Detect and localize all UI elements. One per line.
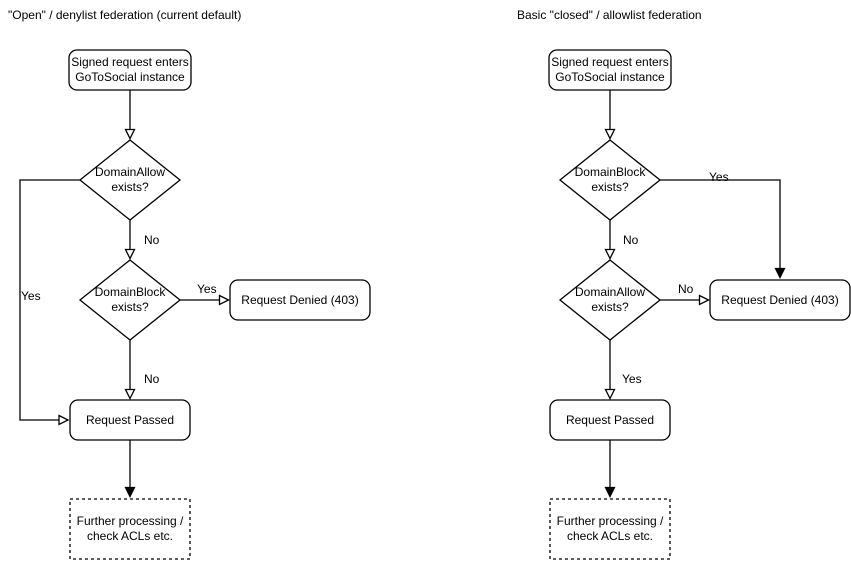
left-label-allow-no: No xyxy=(144,233,160,247)
left-decision-block: DomainBlock exists? xyxy=(94,285,166,314)
left-label-allow-yes: Yes xyxy=(21,289,41,303)
right-chart-title: Basic "closed" / allowlist federation xyxy=(517,8,702,22)
left-denied-node: Request Denied (403) xyxy=(241,292,359,307)
right-decision-allow: DomainAllow exists? xyxy=(574,285,646,314)
right-decision-block: DomainBlock exists? xyxy=(574,165,646,194)
right-further-node: Further processing / check ACLs etc. xyxy=(556,514,664,543)
right-further-node-shape xyxy=(549,498,671,560)
left-decision-allow: DomainAllow exists? xyxy=(94,165,166,194)
right-label-allow-no: No xyxy=(678,282,694,296)
right-edge-block-yes-branch xyxy=(660,179,786,279)
left-label-block-no: No xyxy=(144,372,160,386)
right-start-node-shape xyxy=(548,49,672,91)
left-further-node: Further processing / check ACLs etc. xyxy=(76,514,184,543)
right-label-block-no: No xyxy=(623,233,639,247)
left-edge-allow-yes-branch xyxy=(19,179,80,426)
right-start-node: Signed request enters GoToSocial instanc… xyxy=(551,55,669,84)
right-label-block-yes: Yes xyxy=(709,170,729,184)
right-flowchart xyxy=(548,49,851,560)
left-start-node-shape xyxy=(68,49,192,91)
left-further-node-shape xyxy=(69,498,191,560)
right-denied-node: Request Denied (403) xyxy=(721,292,839,307)
left-passed-node: Request Passed xyxy=(85,412,175,427)
right-denied-node-shape xyxy=(709,279,851,321)
left-start-node: Signed request enters GoToSocial instanc… xyxy=(71,55,189,84)
right-passed-node: Request Passed xyxy=(565,412,655,427)
left-chart-title: "Open" / denylist federation (current de… xyxy=(8,8,242,22)
left-flowchart xyxy=(19,49,371,560)
left-denied-node-shape xyxy=(229,279,371,321)
right-label-allow-yes: Yes xyxy=(622,372,642,386)
left-label-block-yes: Yes xyxy=(197,282,217,296)
